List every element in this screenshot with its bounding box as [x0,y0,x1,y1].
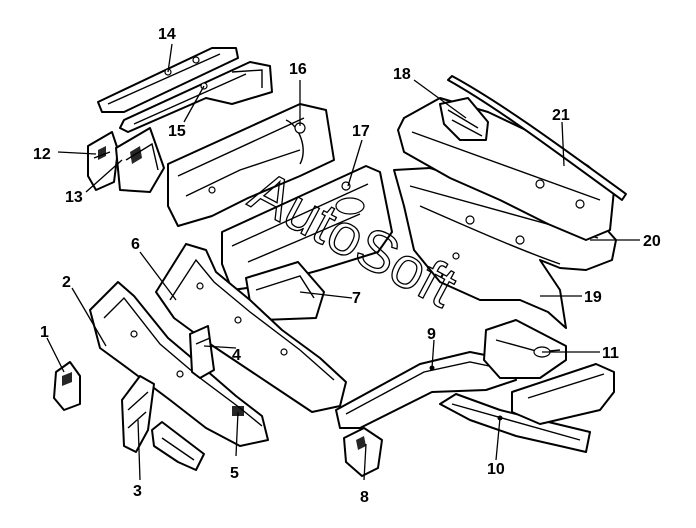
part-17-right-apron [221,165,393,291]
callout-21: 21 [552,107,570,124]
callout-5: 5 [230,465,239,482]
part-12-bracket [87,131,119,191]
callout-13: 13 [65,189,83,206]
callout-9: 9 [427,326,436,343]
callout-17: 17 [352,123,370,140]
part-15-cross-bar [119,61,273,133]
part-2-lower-member [89,281,269,447]
callout-16: 16 [289,61,307,78]
part-16-left-apron [167,103,335,227]
callout-numbers: 1 2 3 4 5 6 7 8 9 10 11 12 13 14 15 16 1… [33,26,661,506]
part-11-bracket [483,319,567,379]
callout-15: 15 [168,123,186,140]
callout-2: 2 [62,274,71,291]
part-4-post [189,325,215,379]
callout-10: 10 [487,461,505,478]
leader-lines [46,43,640,481]
part-8-floor-bracket [343,427,383,477]
part-18-cowl-panel [397,97,615,241]
callout-19: 19 [584,289,602,306]
callout-7: 7 [352,290,361,307]
callout-20: 20 [643,233,661,250]
part-10-floor-member [439,363,615,453]
callout-6: 6 [131,236,140,253]
part-21-cowl-strip [447,75,627,201]
part-6-side-member [155,243,347,413]
callout-18: 18 [393,66,411,83]
callout-3: 3 [133,483,142,500]
part-1-bracket [53,361,81,411]
callout-1: 1 [40,324,49,341]
callout-8: 8 [360,489,369,506]
callout-4: 4 [232,347,241,364]
part-14-upper-bar [97,47,239,113]
part-3-bracket [121,375,205,471]
callout-11: 11 [602,345,619,362]
callout-14: 14 [158,26,176,43]
callout-12: 12 [33,146,51,163]
part-13-gusset [115,127,165,193]
